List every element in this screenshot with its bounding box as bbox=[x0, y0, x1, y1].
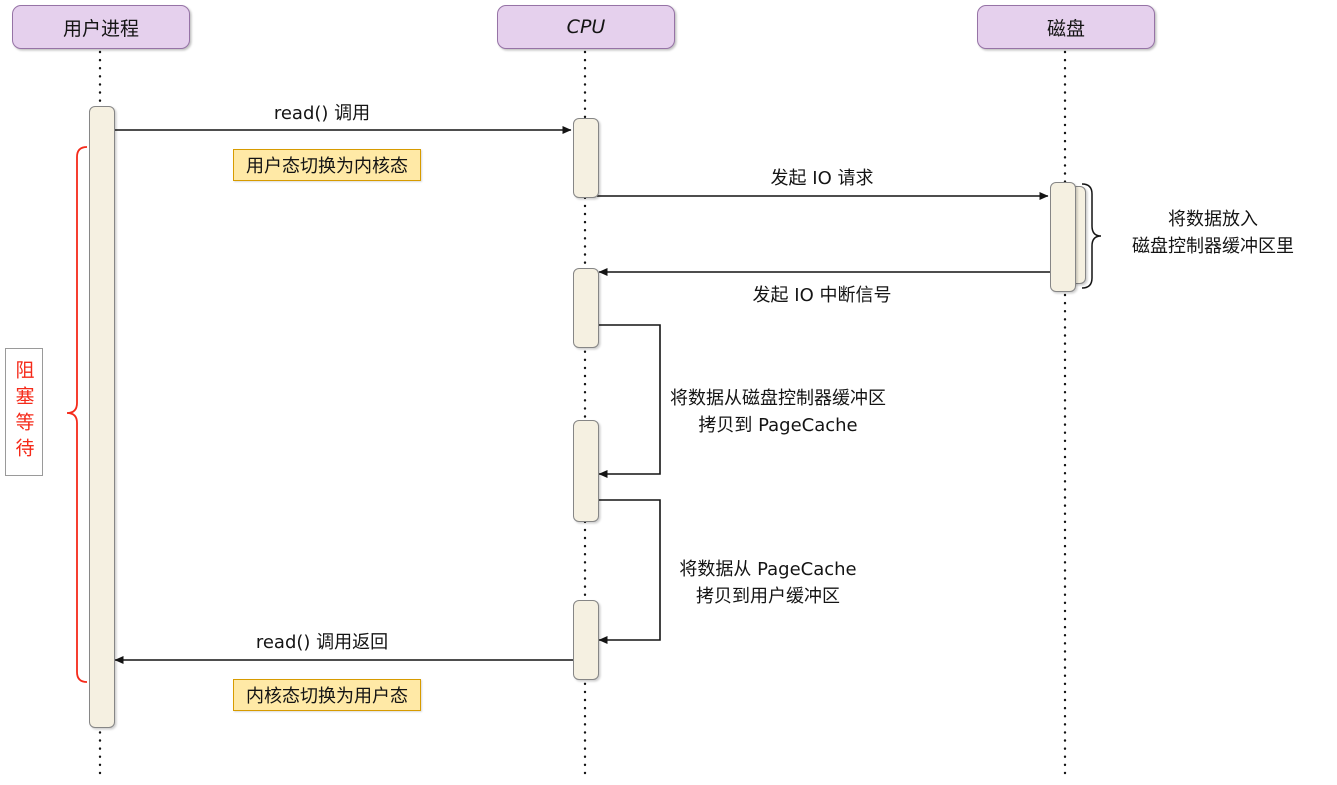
label-io-interrupt: 发起 IO 中断信号 bbox=[752, 285, 892, 306]
label-copy-pagecache-to-user-line2: 拷贝到用户缓冲区 bbox=[696, 586, 840, 607]
activation-disk bbox=[1050, 182, 1076, 292]
arrow-copy-pagecache-to-user bbox=[597, 499, 661, 644]
note-blocking-wait-label: 阻塞等待 bbox=[12, 360, 35, 464]
disk-buffer-brace bbox=[1081, 183, 1102, 289]
note-blocking-wait-box: 阻塞等待 bbox=[5, 348, 43, 476]
activation-cpu-3 bbox=[573, 420, 599, 522]
label-copy-pagecache-to-user-line1: 将数据从 PageCache bbox=[679, 559, 857, 580]
label-copy-disk-to-pagecache: 将数据从磁盘控制器缓冲区 拷贝到 PageCache bbox=[670, 385, 886, 439]
label-copy-pagecache-to-user: 将数据从 PageCache 拷贝到用户缓冲区 bbox=[679, 556, 856, 610]
actor-cpu: CPU bbox=[497, 5, 675, 49]
actor-cpu-label: CPU bbox=[566, 16, 606, 38]
note-disk-buffer: 将数据放入 磁盘控制器缓冲区里 bbox=[1132, 206, 1294, 260]
highlight-switch-to-kernel: 用户态切换为内核态 bbox=[233, 149, 421, 181]
label-copy-disk-to-pagecache-line1: 将数据从磁盘控制器缓冲区 bbox=[670, 388, 886, 409]
label-read-return: read() 调用返回 bbox=[255, 632, 389, 653]
actor-user-process: 用户进程 bbox=[12, 5, 190, 49]
highlight-switch-to-user: 内核态切换为用户态 bbox=[233, 679, 421, 711]
activation-cpu-4 bbox=[573, 600, 599, 680]
activation-cpu-2 bbox=[573, 268, 599, 348]
arrow-copy-disk-to-pagecache bbox=[597, 324, 661, 478]
label-read-call: read() 调用 bbox=[273, 103, 371, 124]
blocking-wait-brace bbox=[66, 146, 88, 683]
note-disk-buffer-line2: 磁盘控制器缓冲区里 bbox=[1132, 236, 1294, 257]
label-io-request: 发起 IO 请求 bbox=[770, 168, 874, 189]
label-copy-disk-to-pagecache-line2: 拷贝到 PageCache bbox=[698, 415, 858, 436]
activation-user-process bbox=[89, 106, 115, 728]
note-disk-buffer-line1: 将数据放入 bbox=[1168, 209, 1258, 230]
actor-disk-label: 磁盘 bbox=[1046, 17, 1085, 40]
actor-user-process-label: 用户进程 bbox=[62, 17, 139, 40]
actor-disk: 磁盘 bbox=[977, 5, 1155, 49]
activation-cpu-1 bbox=[573, 118, 599, 198]
